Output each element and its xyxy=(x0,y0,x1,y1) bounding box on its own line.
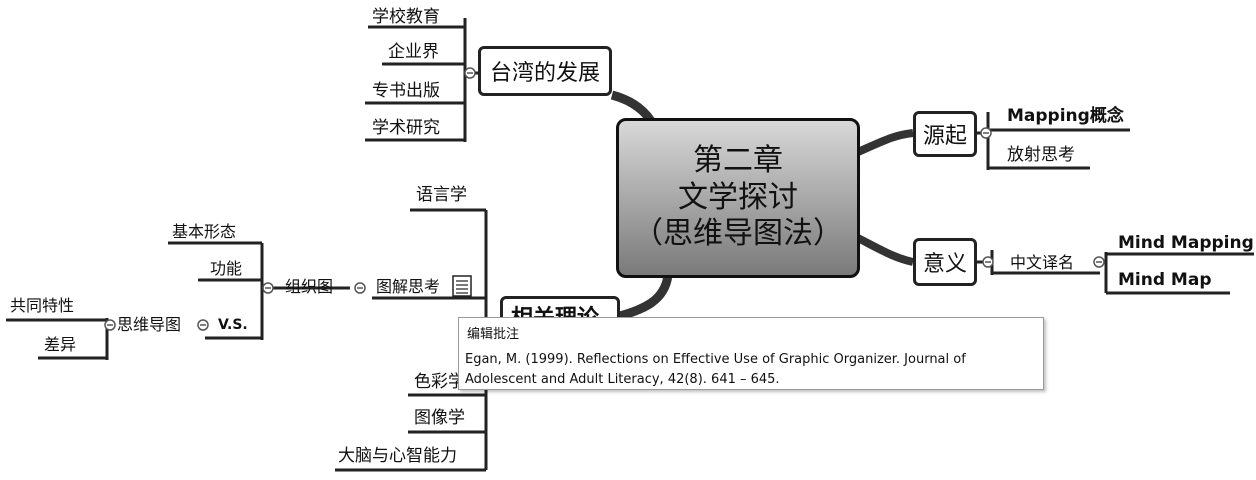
leaf-mind-mapping[interactable]: Mind Mapping xyxy=(1118,233,1254,253)
leaf-brain-mind[interactable]: 大脑与心智能力 xyxy=(338,446,457,466)
note-icon[interactable] xyxy=(452,275,472,297)
leaf-basic-forms[interactable]: 基本形态 xyxy=(172,222,237,241)
leaf-radiant-thinking[interactable]: 放射思考 xyxy=(1007,145,1075,165)
tooltip-title: 编辑批注 xyxy=(467,327,520,342)
central-line-1: 第二章 xyxy=(693,143,783,179)
node-chinese-translation[interactable]: 中文译名 xyxy=(1010,253,1075,272)
leaf-differences[interactable]: 差异 xyxy=(44,335,77,354)
leaf-book-publishing[interactable]: 专书出版 xyxy=(372,81,440,101)
node-organizer[interactable]: 组织图 xyxy=(285,277,334,296)
leaf-mapping-concept[interactable]: Mapping概念 xyxy=(1007,106,1124,126)
node-mind-map-cn[interactable]: 思维导图 xyxy=(117,315,182,334)
leaf-mind-map[interactable]: Mind Map xyxy=(1118,270,1212,290)
central-line-3: （思维导图法） xyxy=(633,216,843,252)
node-graphic-thinking[interactable]: 图解思考 xyxy=(376,277,441,296)
annotation-tooltip: 编辑批注 Egan, M. (1999). Reflections on Eff… xyxy=(458,317,1044,390)
leaf-imagery-studies[interactable]: 图像学 xyxy=(414,408,465,428)
leaf-common-traits[interactable]: 共同特性 xyxy=(10,296,75,315)
tooltip-text: Egan, M. (1999). Reflections on Effectiv… xyxy=(465,352,966,387)
central-line-2: 文学探讨 xyxy=(678,179,798,215)
branch-meaning[interactable]: 意义 xyxy=(913,238,977,286)
leaf-enterprise[interactable]: 企业界 xyxy=(388,42,439,62)
leaf-functions[interactable]: 功能 xyxy=(210,259,243,278)
leaf-school-education[interactable]: 学校教育 xyxy=(372,7,440,27)
central-topic[interactable]: 第二章 文学探讨 （思维导图法） xyxy=(616,118,860,278)
leaf-academic-research[interactable]: 学术研究 xyxy=(372,118,440,138)
branch-taiwan-development[interactable]: 台湾的发展 xyxy=(478,46,612,96)
node-versus[interactable]: V.S. xyxy=(218,317,248,333)
leaf-color-studies[interactable]: 色彩学 xyxy=(414,372,465,392)
leaf-linguistics[interactable]: 语言学 xyxy=(416,185,467,205)
branch-origin[interactable]: 源起 xyxy=(913,111,977,157)
